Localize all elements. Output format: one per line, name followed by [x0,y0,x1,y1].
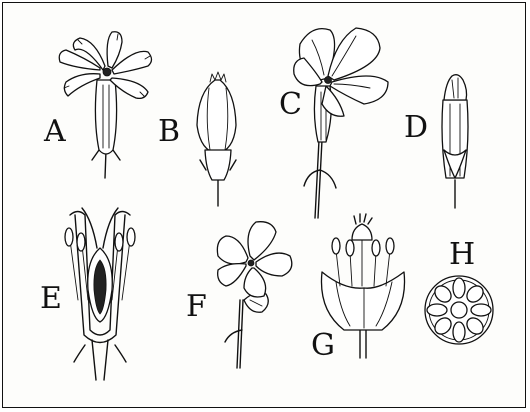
figure-h-cross-section [425,276,493,344]
figure-f-flower [217,222,291,368]
label-g: G [311,328,335,363]
label-e: E [40,281,62,316]
figure-a-open-flower [59,32,151,178]
figure-c-flower [294,28,388,218]
label-d: D [404,110,428,145]
label-a: A [43,114,66,149]
label-b: B [158,114,180,149]
label-c: C [279,87,302,122]
label-h: H [449,237,475,272]
figure-d-bud [442,75,468,208]
label-f: F [186,289,207,324]
figure-b-capsule [197,72,236,206]
figure-e-section [65,208,135,380]
